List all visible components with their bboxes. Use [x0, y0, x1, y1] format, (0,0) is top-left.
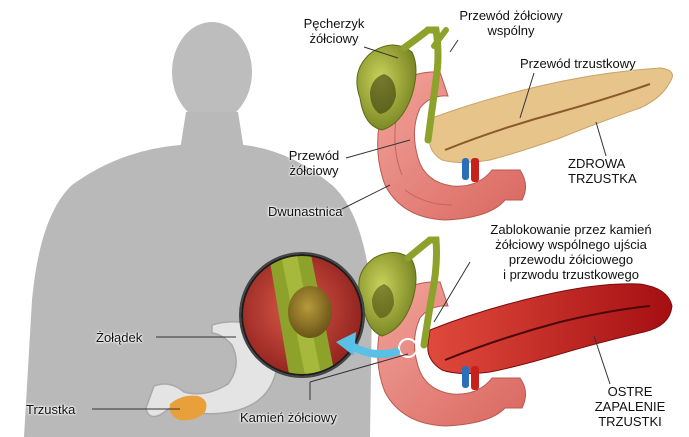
gallstone [288, 286, 332, 338]
magnifier-lens [240, 250, 364, 380]
label-gallstone: Kamień żółciowy [240, 410, 337, 425]
label-stomach: Żołądek [96, 330, 142, 345]
label-pancreatic-duct: Przewód trzustkowy [520, 56, 636, 71]
label-pancreas: Trzustka [26, 402, 75, 417]
label-duodenum: Dwunastnica [268, 204, 342, 219]
